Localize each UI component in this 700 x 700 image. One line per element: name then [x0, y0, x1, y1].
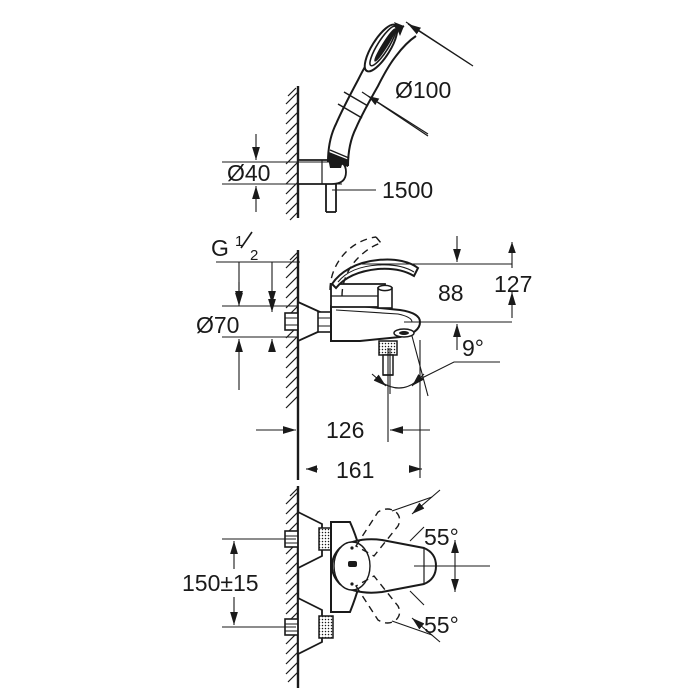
dimension-label-thread-sup: 1 [235, 233, 243, 250]
dimension-h127: 127 [494, 242, 532, 318]
dimension-label-dia40: Ø40 [227, 160, 270, 186]
dimension-d126: 126 [256, 348, 430, 470]
dimension-angle-55-upper: 55° [391, 489, 459, 566]
dimension-label-127: 127 [494, 271, 532, 297]
dimension-dia40: Ø40 [222, 134, 342, 212]
dimension-label-dia100: Ø100 [395, 77, 451, 103]
dimension-dia100: Ø100 [361, 21, 474, 137]
dimension-label-126: 126 [326, 417, 364, 443]
dimension-c150: 150±15 [182, 538, 296, 628]
shower-holder [297, 158, 347, 213]
dimension-label-thread-g: G [211, 235, 229, 261]
mixer-body-front [330, 508, 438, 624]
dimension-label-161: 161 [336, 457, 374, 483]
s-union-upper [284, 510, 334, 570]
mixer-body [329, 236, 422, 376]
dimension-label-55-lower: 55° [424, 612, 459, 638]
dimension-label-dia70: Ø70 [196, 312, 239, 338]
s-union-lower [284, 596, 334, 656]
dimension-label-thread-sub: 2 [250, 247, 258, 264]
dimension-label-55-upper: 55° [424, 524, 459, 550]
mixer-side-view: G 1 2 Ø70 88 127 [196, 231, 532, 483]
dimension-d161: 161 [306, 340, 422, 483]
hand-shower-view: Ø100 Ø40 1500 [222, 21, 474, 221]
dimension-label-1500: 1500 [382, 177, 433, 203]
dimension-label-150: 150±15 [182, 570, 259, 596]
dimension-angle-55-lower: 55° [391, 566, 459, 643]
s-union-connection [284, 300, 333, 343]
mixer-front-view: 150±15 55° 55° [182, 486, 490, 688]
dimension-dia70: Ø70 [196, 282, 298, 390]
wall-upper [285, 86, 300, 221]
dimension-angle-9: 9° [371, 335, 500, 397]
dimension-h88: 88 [362, 236, 512, 350]
dimension-label-88: 88 [438, 280, 464, 306]
diverter-knob [377, 284, 393, 309]
dimension-hose-1500: 1500 [332, 177, 433, 203]
dimension-label-9deg: 9° [462, 335, 484, 361]
